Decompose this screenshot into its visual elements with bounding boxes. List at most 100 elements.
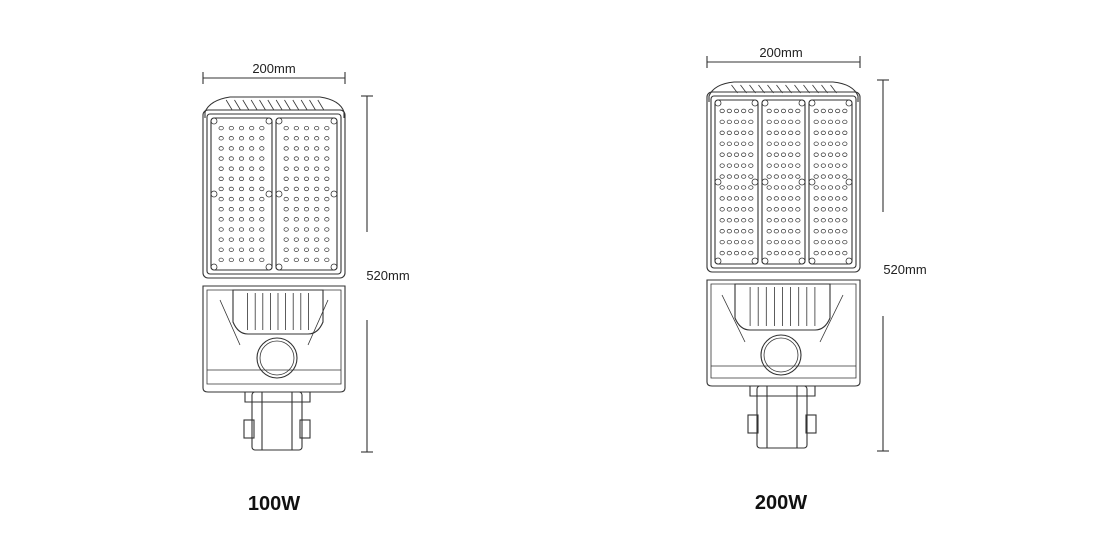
led-chip — [726, 207, 732, 212]
led-chip — [766, 239, 772, 245]
led-chip — [259, 146, 265, 151]
led-chip — [218, 247, 224, 252]
led-chip — [238, 257, 245, 263]
width-label-200w: 200mm — [759, 45, 802, 60]
vent-slot — [292, 99, 300, 111]
led-chip — [726, 163, 732, 168]
led-module — [808, 99, 853, 265]
led-chip — [249, 257, 255, 263]
led-chip — [259, 207, 265, 212]
led-chip — [324, 136, 330, 141]
led-chip — [820, 163, 826, 168]
led-chip — [324, 156, 330, 161]
led-chip — [842, 130, 848, 135]
led-chip — [726, 152, 732, 157]
led-chip — [293, 186, 299, 192]
led-chip — [283, 237, 289, 242]
led-chip — [820, 174, 826, 179]
led-chip — [259, 156, 265, 161]
led-chip — [813, 250, 819, 256]
led-chip — [733, 218, 740, 223]
led-chip — [733, 119, 740, 125]
led-chip — [314, 247, 320, 252]
led-chip — [748, 185, 754, 190]
led-chip — [795, 218, 801, 223]
led-chip — [780, 141, 787, 146]
led-chip — [773, 174, 779, 179]
led-chip — [733, 185, 740, 190]
screw — [798, 257, 806, 265]
screw — [210, 117, 218, 125]
led-chip — [293, 196, 299, 202]
led-panel-inner — [206, 113, 342, 275]
vent-slot — [275, 99, 283, 111]
led-chip — [283, 257, 289, 263]
led-chip — [741, 130, 747, 135]
led-chip — [228, 257, 234, 263]
led-chip — [293, 207, 299, 212]
led-chip — [259, 217, 265, 222]
led-chip — [741, 141, 747, 146]
led-chip — [238, 196, 245, 202]
led-chip — [314, 136, 320, 141]
led-chip — [741, 229, 747, 234]
led-chip — [303, 186, 310, 192]
vent-slot — [234, 99, 241, 111]
led-chip — [773, 239, 779, 245]
led-chip — [780, 152, 787, 157]
led-chip — [773, 141, 779, 146]
screw — [751, 257, 759, 265]
led-chip — [283, 207, 289, 212]
led-chip — [249, 227, 255, 232]
screw — [845, 257, 853, 265]
lamp-top-cap — [204, 96, 345, 118]
led-chip — [218, 237, 224, 242]
led-chip — [773, 108, 779, 114]
led-chip — [780, 229, 787, 234]
led-chip — [835, 130, 841, 135]
screw — [845, 178, 853, 186]
height-dimension-200w — [877, 79, 889, 452]
led-chip — [741, 218, 747, 223]
led-chip — [303, 217, 310, 222]
led-chip — [813, 229, 819, 234]
led-chip — [842, 119, 848, 125]
led-chip — [827, 229, 834, 234]
led-chip — [303, 156, 310, 161]
led-chip — [324, 227, 330, 232]
screw — [275, 190, 283, 198]
lamp-top-cap — [708, 81, 859, 102]
led-chip — [228, 196, 234, 202]
vent-slot — [225, 99, 233, 111]
led-chip — [218, 217, 224, 222]
led-chip — [842, 250, 848, 256]
screw — [751, 99, 759, 107]
led-chip — [324, 217, 330, 222]
led-chip — [249, 125, 255, 131]
led-chip — [827, 141, 834, 146]
led-chip — [324, 247, 330, 252]
led-chip — [283, 125, 289, 131]
screw — [808, 178, 816, 186]
led-chip — [842, 207, 848, 212]
led-modules — [210, 117, 338, 271]
led-chip — [766, 119, 772, 125]
led-chip — [733, 207, 740, 212]
led-chip — [835, 152, 841, 157]
led-chip — [303, 196, 310, 202]
heat-sink-fins — [247, 293, 309, 330]
led-chip — [820, 239, 826, 245]
led-chip — [303, 176, 310, 181]
led-chip — [733, 163, 740, 168]
screw — [761, 99, 769, 107]
led-chip — [726, 141, 732, 146]
led-chip — [719, 108, 725, 114]
led-chip — [842, 152, 848, 157]
lamp-body — [202, 285, 346, 393]
led-chip — [238, 156, 245, 161]
led-chip — [788, 174, 794, 179]
led-chip — [842, 229, 848, 234]
vent-slot — [242, 99, 250, 111]
led-chip — [795, 152, 801, 157]
